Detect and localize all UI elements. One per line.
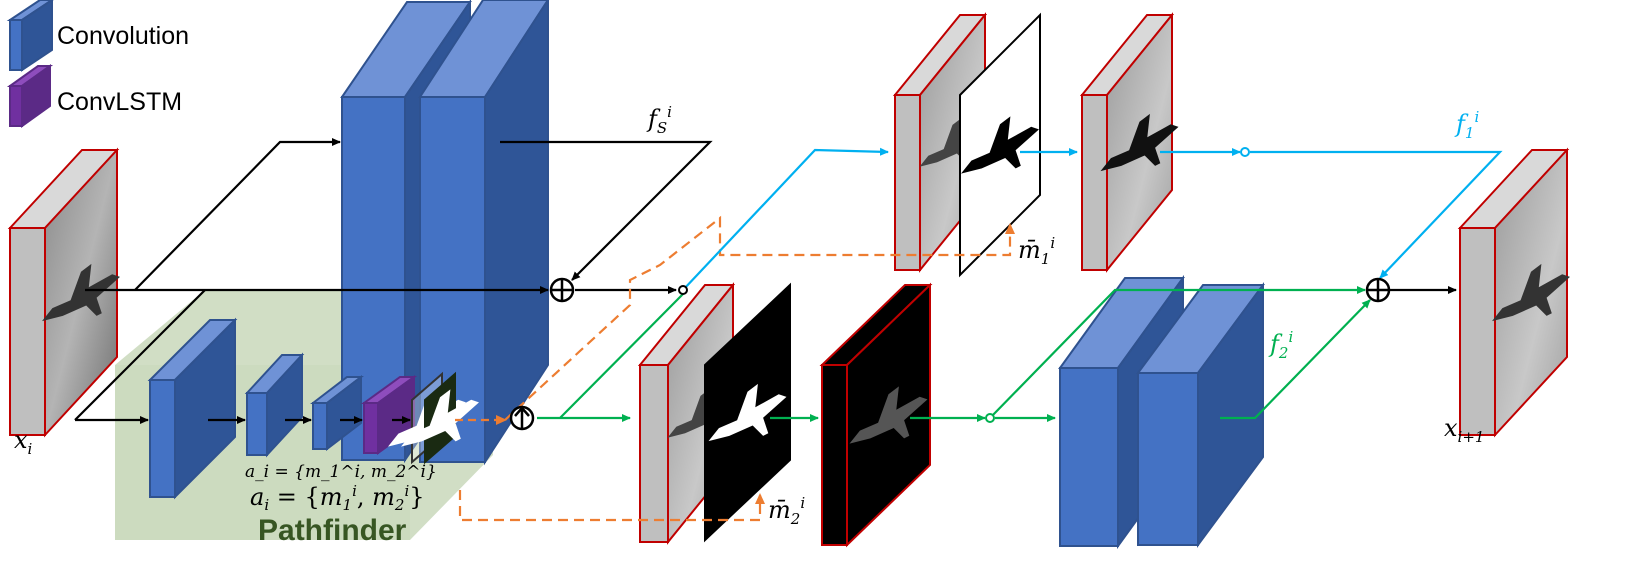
green-up [559, 293, 684, 419]
airplane-icon [1492, 263, 1570, 322]
pathfinder-formula: ai = {m1i, m2i} [250, 482, 425, 514]
legend-convlstm-label: ConvLSTM [57, 88, 182, 116]
f2-label: f2i [1268, 328, 1293, 362]
pathfinder-mask-2 [401, 371, 479, 465]
frame-top-2 [1079, 12, 1179, 273]
pathfinder-conv-1 [147, 317, 238, 500]
input-frame [7, 147, 120, 438]
legend-convolution-label: Convolution [57, 22, 189, 50]
airplane-icon [667, 389, 734, 438]
blue-to-top [682, 147, 889, 291]
output-label: xi+1 [1444, 414, 1484, 446]
green-skip [989, 286, 1366, 419]
blue-f1 [1250, 150, 1503, 279]
f1-label: f1i [1454, 108, 1479, 142]
input-label: xi [14, 426, 33, 458]
fs-label: fSi [646, 103, 672, 137]
pathfinder-conv-3 [310, 374, 364, 452]
mask2-dashed [458, 490, 765, 522]
pathfinder-title: Pathfinder [258, 514, 407, 547]
airplane-icon [42, 263, 120, 322]
conv-block-2b [1136, 281, 1265, 549]
output-frame [1457, 147, 1570, 438]
airplane-mask-icon [708, 383, 787, 442]
legend-convolution-icon [6, 0, 54, 72]
junction-node [985, 413, 995, 423]
mask1-dashed [504, 215, 1015, 421]
frame-bottom-2 [819, 282, 933, 548]
to-conv-line [134, 138, 341, 291]
mask-m1 [959, 12, 1041, 278]
pathfinder-formula-source: a_i = {m_1^i, m_2^i} [245, 462, 437, 482]
junction-node [678, 285, 688, 295]
green-f2 [1220, 299, 1371, 420]
pathfinder-convlstm [360, 375, 418, 455]
upsample-node-icon [509, 405, 535, 431]
pathfinder-conv-2 [244, 352, 305, 458]
airplane-icon [1100, 113, 1179, 172]
airplane-mask-icon [961, 116, 1039, 174]
fs-line [500, 140, 713, 281]
sum-node-1-icon [549, 277, 575, 303]
airplane-mask-icon [401, 389, 479, 447]
sum-node-2-icon [1365, 277, 1391, 303]
mask-m2 [704, 282, 791, 543]
airplane-icon [849, 386, 928, 444]
input-to-pathfinder [74, 289, 206, 421]
legend-convlstm-icon [6, 64, 54, 128]
mbar2-label: m̄2i [768, 494, 805, 528]
junction-node [1240, 147, 1250, 157]
frame-top-1 [892, 12, 988, 273]
mbar1-label: m̄1i [1018, 234, 1055, 268]
airplane-icon [919, 118, 986, 167]
